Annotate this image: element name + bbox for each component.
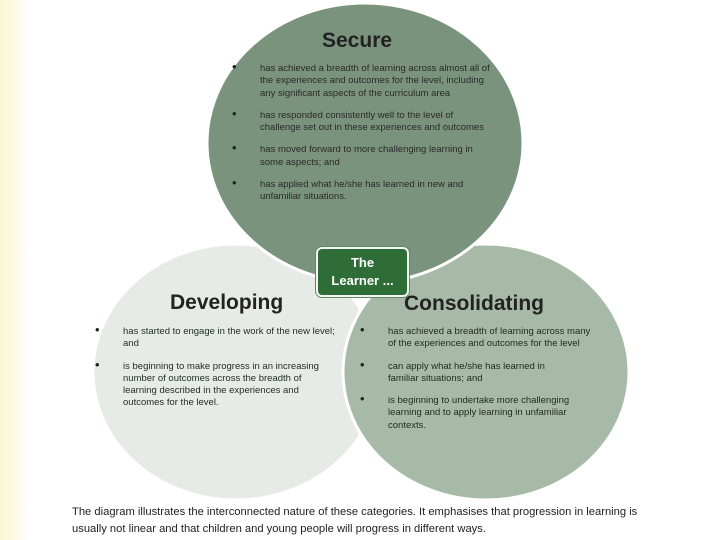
consolidating-bullet: has achieved a breadth of learning acros… [360,324,598,351]
secure-bullet: has moved forward to more challenging le… [232,143,494,169]
developing-title: Developing [170,291,284,314]
secure-bullet: has responded consistently well to the l… [232,108,494,135]
background-edge-strip [0,0,30,540]
consolidating-title: Consolidating [404,292,544,315]
diagram-caption: The diagram illustrates the interconnect… [72,506,638,535]
secure-title: Secure [322,29,393,52]
center-line-1: The [350,255,375,270]
developing-bullet-list: has started to engage in the work of the… [95,324,343,420]
center-line-2: Learner ... [331,273,394,288]
consolidating-bullet: is beginning to undertake more challengi… [360,393,598,432]
developing-bullet: is beginning to make progress in an incr… [95,359,328,410]
consolidating-bullet: can apply what he/she has learned in fam… [360,359,578,386]
center-learner-box: The Learner ... [316,247,409,297]
consolidating-bullet-list: has achieved a breadth of learning acros… [360,324,598,442]
secure-bullet: has achieved a breadth of learning acros… [232,61,494,100]
secure-bullet-list: has achieved a breadth of learning acros… [232,61,494,214]
secure-bullet: has applied what he/she has learned in n… [232,177,494,204]
developing-bullet: has started to engage in the work of the… [95,324,343,351]
